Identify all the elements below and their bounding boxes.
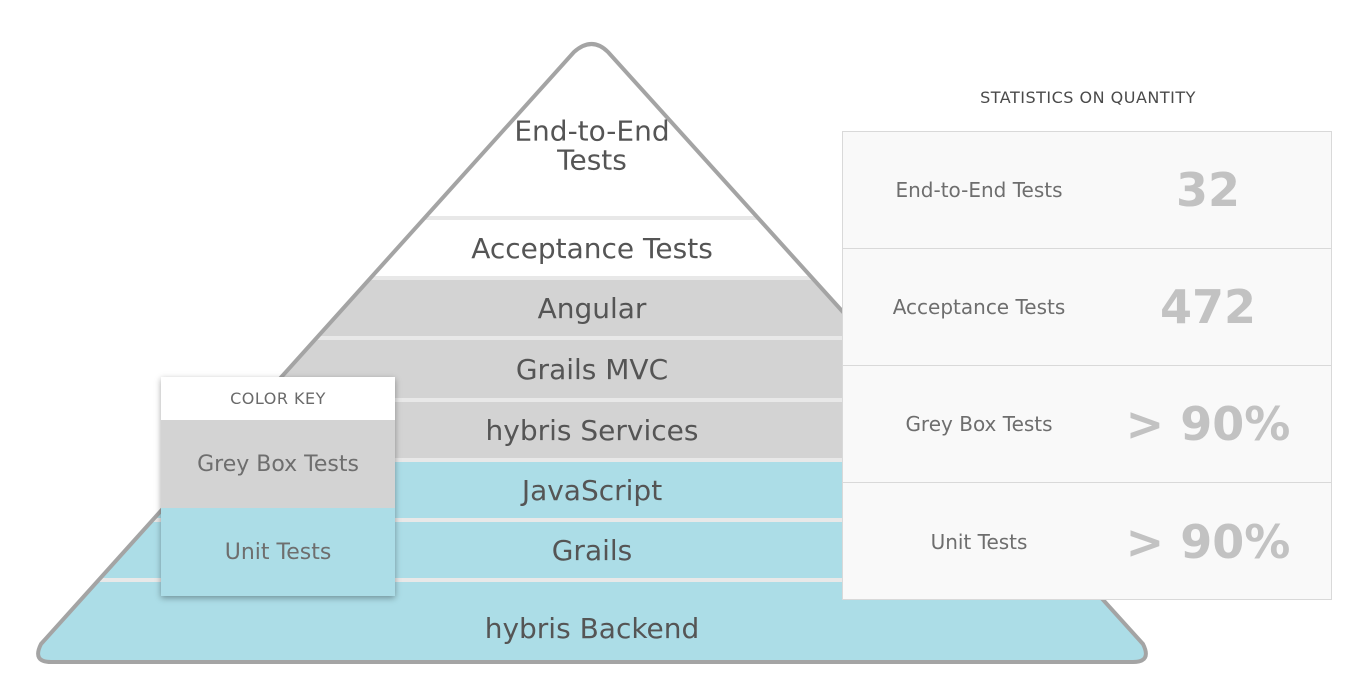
pyramid-layer-separator xyxy=(38,578,1146,582)
pyramid-layer-label: Acceptance Tests xyxy=(471,232,713,265)
stat-label: Acceptance Tests xyxy=(892,295,1066,319)
stat-value: 32 xyxy=(1175,163,1240,217)
pyramid-layer-separator xyxy=(38,398,1146,402)
pyramid-layer-label: End-to-End xyxy=(514,115,669,148)
pyramid-layer-separator xyxy=(38,216,1146,220)
pyramid-layer-separator xyxy=(38,518,1146,522)
pyramid-layer-label: hybris Services xyxy=(486,414,699,447)
stat-row-grey-box: Grey Box Tests > 90% xyxy=(843,366,1331,483)
pyramid-layer-label: Grails MVC xyxy=(516,353,668,386)
pyramid-layer-separator xyxy=(38,458,1146,462)
stat-row-end-to-end: End-to-End Tests 32 xyxy=(843,132,1331,249)
pyramid-layer-label: Grails xyxy=(552,534,633,567)
unit-tests-key: Unit Tests xyxy=(161,508,395,596)
stat-label: Grey Box Tests xyxy=(905,412,1053,436)
stat-value: 472 xyxy=(1159,280,1257,334)
pyramid-layer-label: Tests xyxy=(556,144,627,177)
pyramid-layer-separator xyxy=(38,276,1146,280)
pyramid-outline xyxy=(36,42,1148,664)
grey-box-key-label: Grey Box Tests xyxy=(197,451,359,477)
stat-label: Unit Tests xyxy=(930,529,1028,554)
pyramid-layer-label: Angular xyxy=(538,292,647,325)
pyramid-layer-separator xyxy=(38,336,1146,340)
unit-tests-key-label: Unit Tests xyxy=(224,539,332,565)
stat-value: > 90% xyxy=(1125,514,1291,569)
pyramid-layer-label: hybris Backend xyxy=(485,612,700,645)
grey-box-key: Grey Box Tests xyxy=(161,420,395,508)
pyramid-layer-label: JavaScript xyxy=(520,474,662,507)
color-key: COLOR KEY Grey Box Tests Unit Tests xyxy=(161,377,395,596)
stat-label: End-to-End Tests xyxy=(895,178,1063,202)
statistics-title: STATISTICS ON QUANTITY xyxy=(980,88,1196,107)
color-key-title: COLOR KEY xyxy=(230,389,326,408)
stat-row-acceptance: Acceptance Tests 472 xyxy=(843,249,1331,366)
stat-value: > 90% xyxy=(1125,397,1291,451)
statistics-table: End-to-End Tests 32 Acceptance Tests 472… xyxy=(842,131,1332,600)
stat-row-unit: Unit Tests > 90% xyxy=(843,483,1331,600)
